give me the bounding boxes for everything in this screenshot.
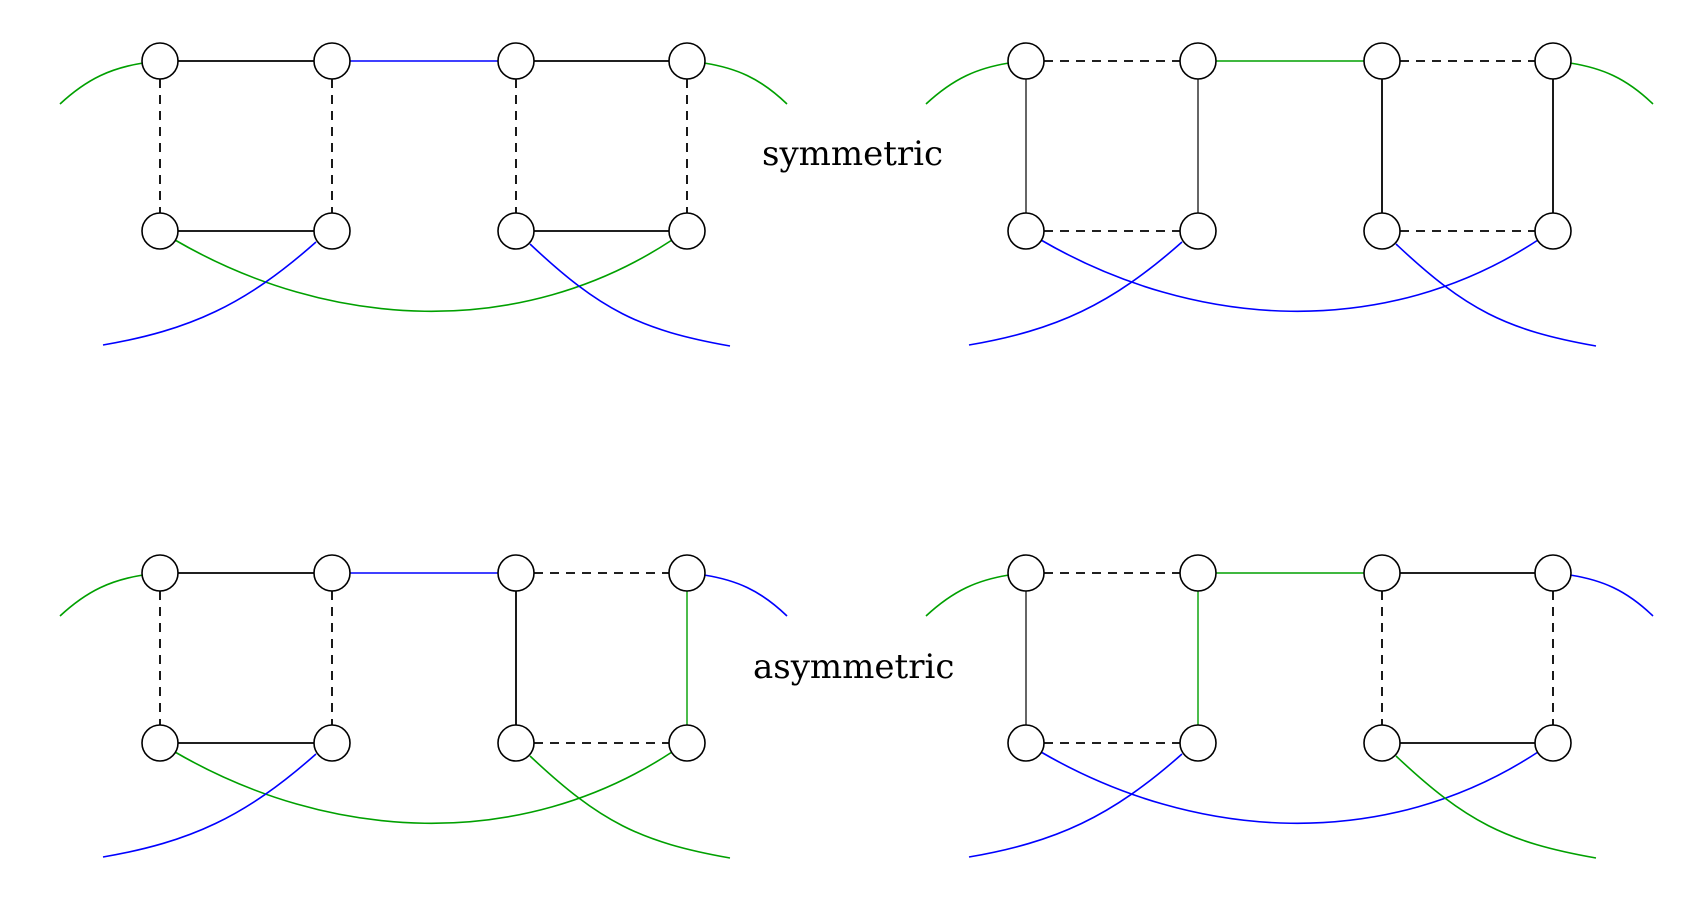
top-left-cross-left-curve [102, 241, 317, 346]
top-right-node-top-3 [1363, 42, 1401, 80]
top-right-cross-left-curve [968, 241, 1183, 346]
bottom-left-left-tail-curve [59, 574, 144, 617]
nodes-layer [141, 42, 1572, 762]
bottom-left-node-top-4 [668, 554, 706, 592]
top-right-node-bottom-3 [1363, 212, 1401, 250]
bottom-left-long-arc-curve [174, 751, 673, 825]
top-right-left-tail-curve [925, 62, 1010, 105]
top-left-node-bottom-2 [313, 212, 351, 250]
bottom-left-node-bottom-2 [313, 724, 351, 762]
top-right-long-arc-curve [1040, 239, 1539, 313]
bottom-right-node-top-3 [1363, 554, 1401, 592]
top-right-node-top-2 [1179, 42, 1217, 80]
top-left-node-top-3 [497, 42, 535, 80]
top-left-cross-right-curve [529, 243, 731, 347]
top-left-node-bottom-3 [497, 212, 535, 250]
edges-layer [59, 60, 1654, 859]
bottom-left-node-bottom-3 [497, 724, 535, 762]
bottom-right-right-tail-curve [1569, 574, 1654, 617]
bottom-left-node-bottom-1 [141, 724, 179, 762]
top-right-node-bottom-1 [1007, 212, 1045, 250]
bottom-right-node-top-1 [1007, 554, 1045, 592]
symmetric-label: symmetric [762, 134, 944, 174]
top-right-cross-right-curve [1395, 243, 1597, 347]
top-right-node-top-1 [1007, 42, 1045, 80]
bottom-right-node-bottom-4 [1534, 724, 1572, 762]
top-left-node-top-4 [668, 42, 706, 80]
top-left-node-top-2 [313, 42, 351, 80]
top-right-right-tail-curve [1569, 62, 1654, 105]
bottom-left-node-top-3 [497, 554, 535, 592]
top-right-node-bottom-2 [1179, 212, 1217, 250]
top-right-node-bottom-4 [1534, 212, 1572, 250]
bottom-left-right-tail-curve [703, 574, 788, 617]
asymmetric-label: asymmetric [753, 647, 955, 687]
bottom-right-node-bottom-1 [1007, 724, 1045, 762]
bottom-right-node-bottom-3 [1363, 724, 1401, 762]
top-left-left-tail-curve [59, 62, 144, 105]
top-right-node-top-4 [1534, 42, 1572, 80]
bottom-right-node-bottom-2 [1179, 724, 1217, 762]
top-left-node-top-1 [141, 42, 179, 80]
bottom-left-node-top-1 [141, 554, 179, 592]
bottom-left-cross-right-curve [529, 755, 731, 859]
bottom-right-left-tail-curve [925, 574, 1010, 617]
bottom-right-cross-left-curve [968, 753, 1183, 858]
bottom-left-node-top-2 [313, 554, 351, 592]
top-left-right-tail-curve [703, 62, 788, 105]
top-left-node-bottom-4 [668, 212, 706, 250]
top-left-node-bottom-1 [141, 212, 179, 250]
bottom-left-cross-left-curve [102, 753, 317, 858]
bottom-right-node-top-2 [1179, 554, 1217, 592]
bottom-right-long-arc-curve [1040, 751, 1539, 825]
bottom-right-node-top-4 [1534, 554, 1572, 592]
bottom-left-node-bottom-4 [668, 724, 706, 762]
bottom-right-cross-right-curve [1395, 755, 1597, 859]
top-left-long-arc-curve [174, 239, 673, 313]
